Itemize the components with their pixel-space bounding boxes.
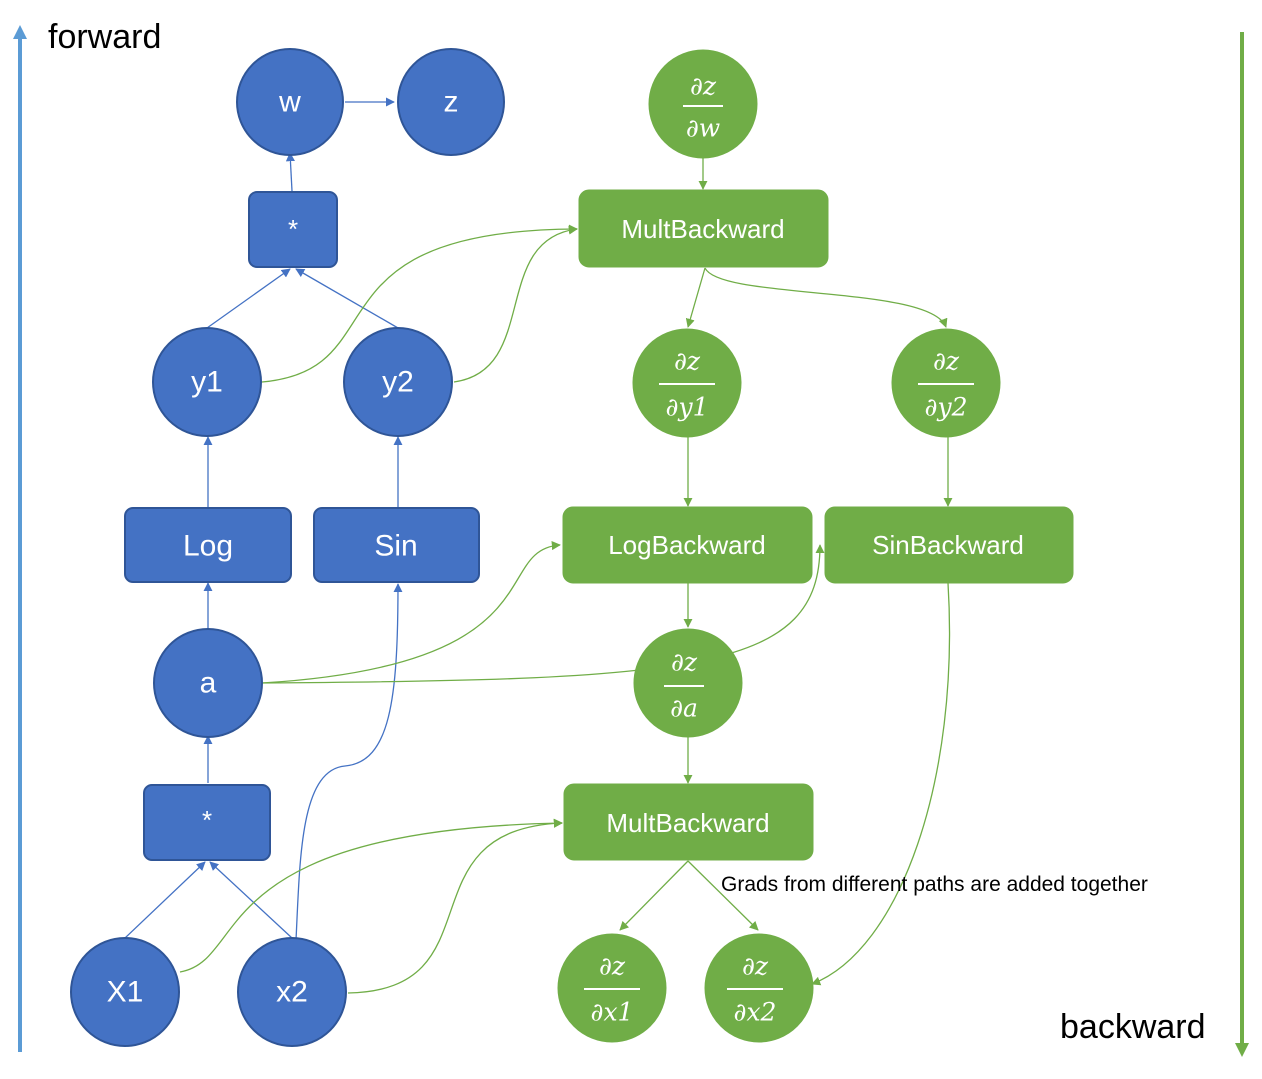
log-backward-label: LogBackward <box>608 530 766 560</box>
grad-dz-dy2-den: ∂y2 <box>925 393 968 422</box>
grad-dz-dx1[interactable]: ∂z ∂x1 <box>557 933 667 1043</box>
grad-dz-dy2-num: ∂z <box>933 347 960 376</box>
op-mult-bottom-label: * <box>202 805 212 835</box>
gradient-sum-note: Grads from different paths are added tog… <box>721 873 1148 896</box>
op-mult-bottom[interactable]: * <box>143 784 271 861</box>
op-sin-label: Sin <box>374 530 417 563</box>
grad-dz-da-num: ∂z <box>671 648 698 677</box>
mult-backward-bottom[interactable]: MultBackward <box>563 783 814 861</box>
grad-dz-dw-num: ∂z <box>690 72 717 101</box>
mult-backward-top-label: MultBackward <box>621 214 784 244</box>
backward-label: backward <box>1060 1008 1206 1046</box>
node-x2-label: x2 <box>276 976 308 1009</box>
node-x2[interactable]: x2 <box>237 937 347 1047</box>
sin-backward[interactable]: SinBackward <box>824 506 1074 584</box>
grad-dz-dx2[interactable]: ∂z ∂x2 <box>704 933 814 1043</box>
node-a[interactable]: a <box>153 628 263 738</box>
node-z[interactable]: z <box>397 48 505 156</box>
forward-label: forward <box>48 18 162 56</box>
op-mult-top[interactable]: * <box>248 191 338 268</box>
grad-dz-da[interactable]: ∂z ∂a <box>633 628 743 738</box>
log-backward[interactable]: LogBackward <box>562 506 813 584</box>
sin-backward-label: SinBackward <box>872 530 1024 560</box>
node-y2-label: y2 <box>382 366 414 399</box>
node-x1[interactable]: X1 <box>70 937 180 1047</box>
node-w[interactable]: w <box>236 48 344 156</box>
node-x1-label: X1 <box>107 976 144 1009</box>
node-y1[interactable]: y1 <box>152 327 262 437</box>
op-log-label: Log <box>183 530 233 563</box>
grad-dz-dx2-num: ∂z <box>742 952 769 981</box>
grad-dz-dy2[interactable]: ∂z ∂y2 <box>891 328 1001 438</box>
op-log[interactable]: Log <box>124 507 292 583</box>
grad-dz-dy1-den: ∂y1 <box>666 393 709 422</box>
grad-dz-dx1-num: ∂z <box>599 952 626 981</box>
node-w-label: w <box>278 86 301 119</box>
op-mult-top-label: * <box>288 214 298 244</box>
grad-dz-dw[interactable]: ∂z ∂w <box>648 49 758 159</box>
forward-edges <box>124 97 403 941</box>
node-z-label: z <box>444 86 459 119</box>
op-sin[interactable]: Sin <box>313 507 480 583</box>
mult-backward-bottom-label: MultBackward <box>606 808 769 838</box>
grad-dz-dw-den: ∂w <box>686 114 720 143</box>
grad-dz-dx1-den: ∂x1 <box>591 998 634 1027</box>
grad-dz-dy1-num: ∂z <box>674 347 701 376</box>
grad-dz-da-den: ∂a <box>670 694 698 723</box>
grad-dz-dy1[interactable]: ∂z ∂y1 <box>632 328 742 438</box>
node-y2[interactable]: y2 <box>343 327 453 437</box>
mult-backward-top[interactable]: MultBackward <box>578 189 829 268</box>
grad-dz-dx2-den: ∂x2 <box>734 998 777 1027</box>
node-y1-label: y1 <box>191 366 223 399</box>
node-a-label: a <box>200 667 217 700</box>
